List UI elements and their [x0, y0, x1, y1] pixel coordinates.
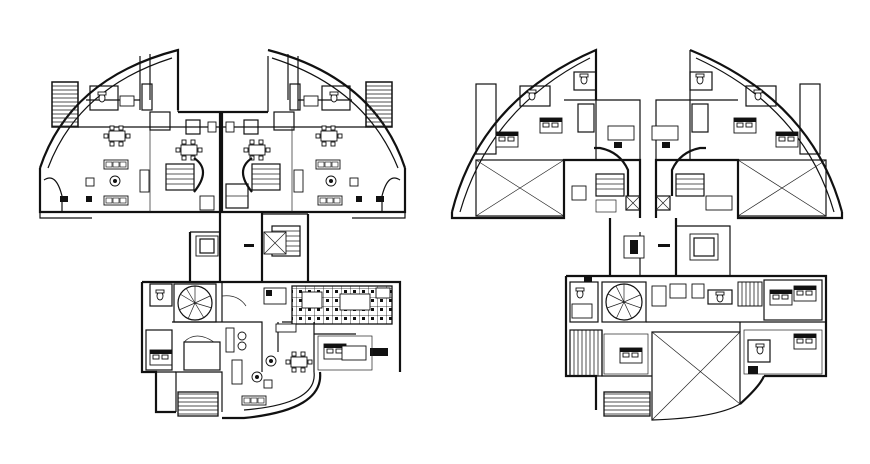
right-floor-plan — [450, 48, 844, 421]
left-floor-plan — [38, 48, 407, 420]
